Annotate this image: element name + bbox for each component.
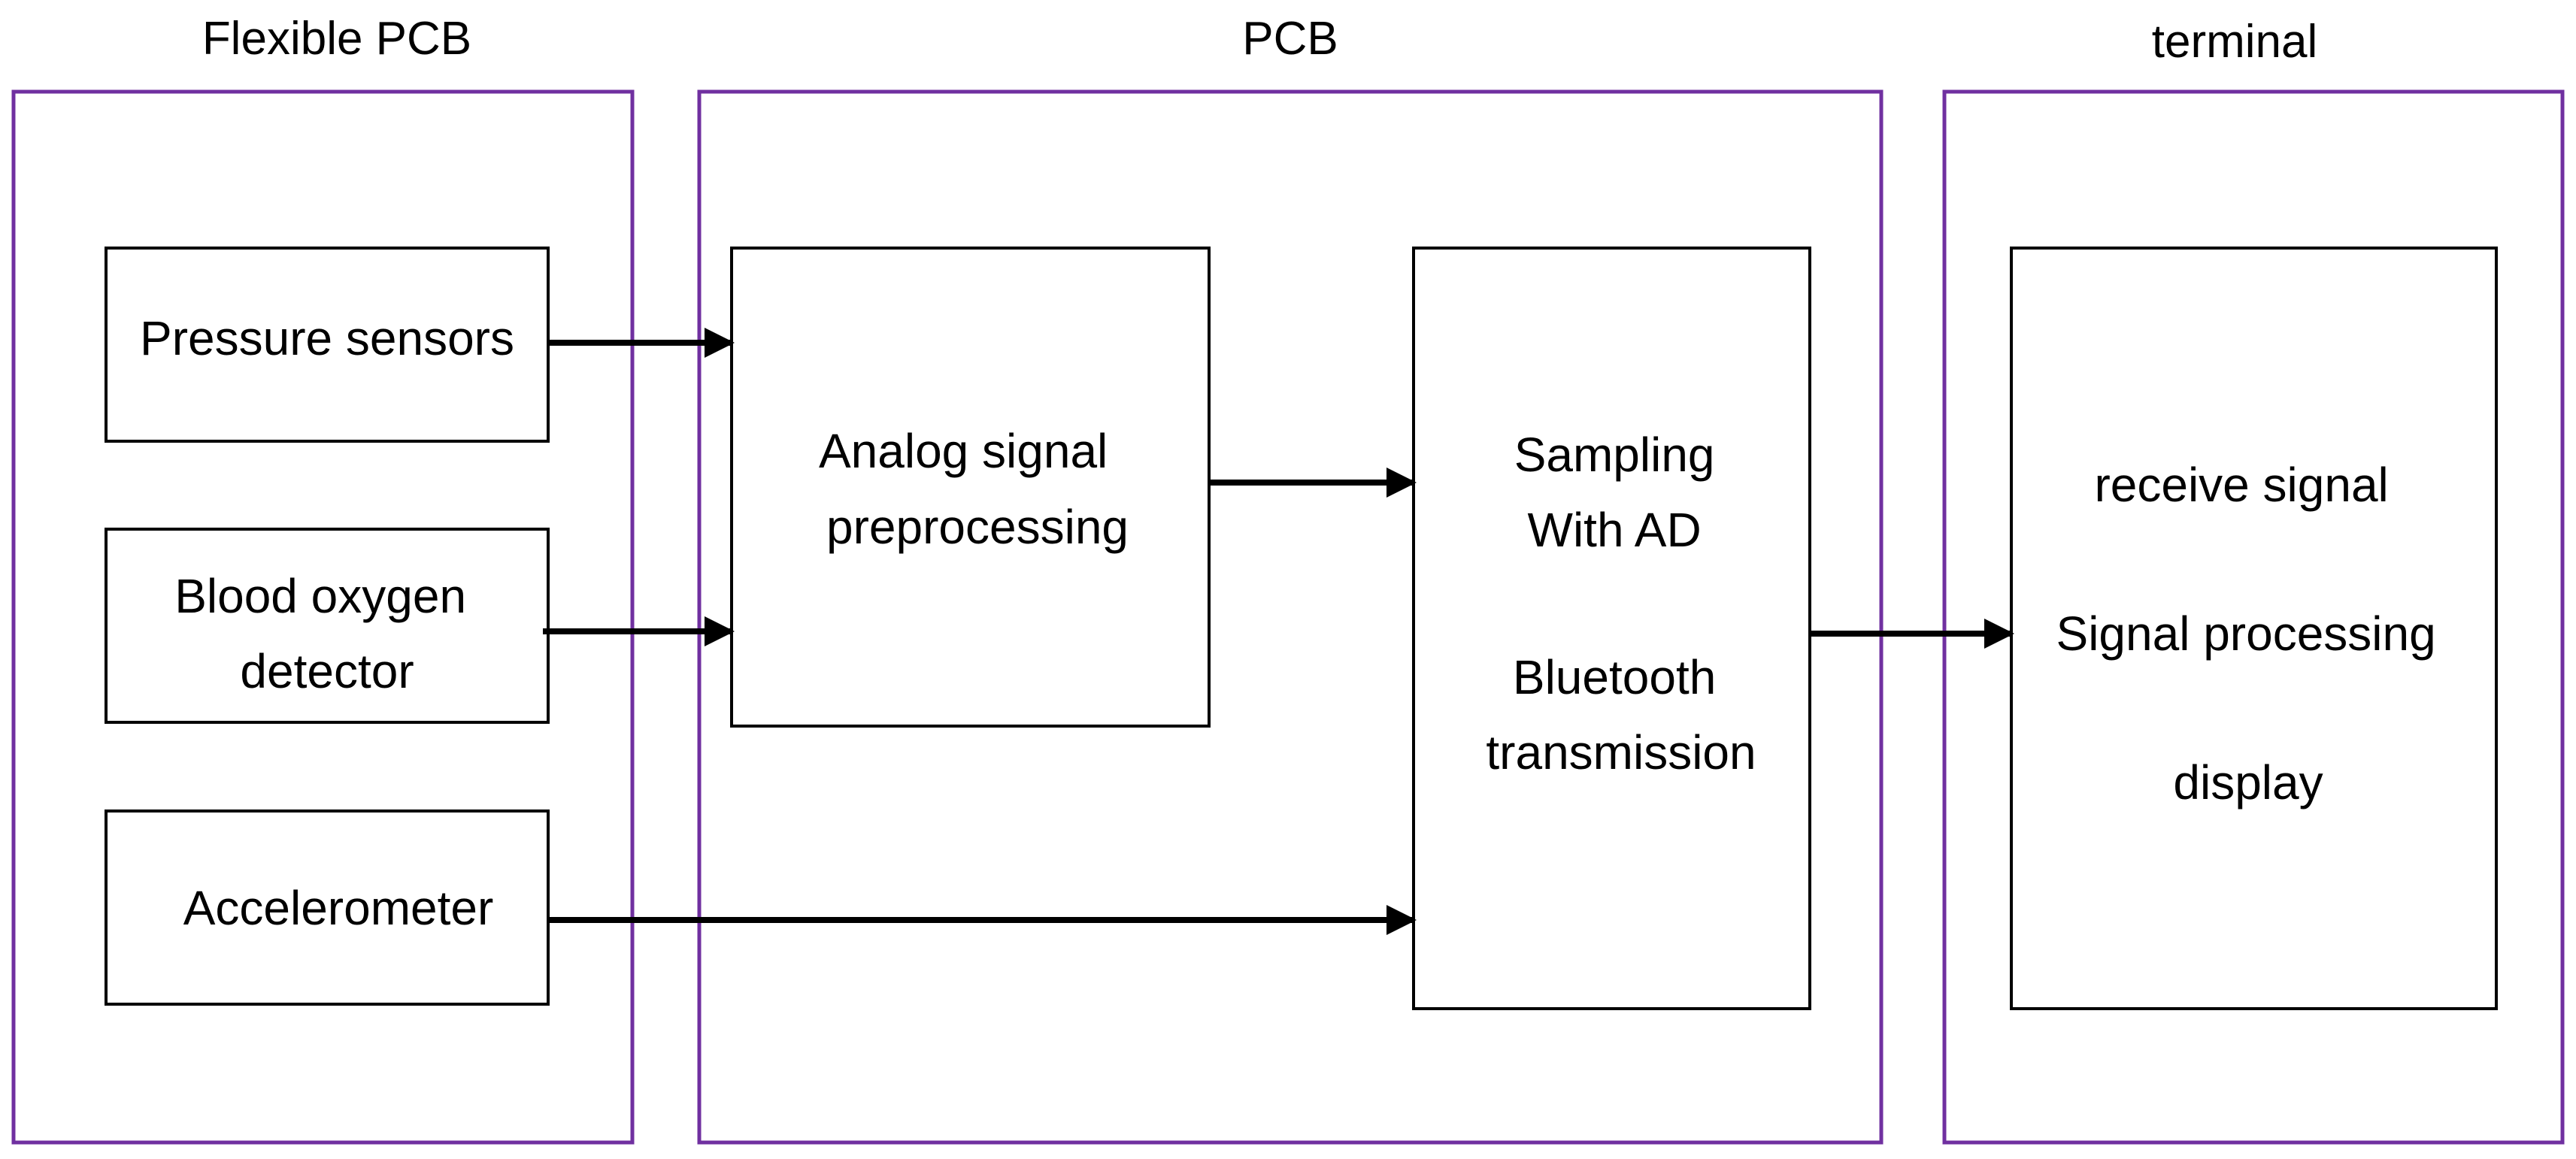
sampling-bluetooth-label: Sampling With AD Bluetooth transmission [1486,428,1756,779]
flexible-pcb-group [11,89,635,1145]
pcb-group [697,89,1884,1145]
pressure-sensors-label: Pressure sensors [140,311,514,365]
accelerometer-label: Accelerometer [183,881,494,935]
analog-preprocessing-block [730,247,1211,728]
sampling-bluetooth-block [1412,247,1811,1010]
accelerometer-block [105,809,550,1006]
pressure-sensors-block [105,247,550,443]
flexible-pcb-title: Flexible PCB [202,13,471,65]
terminal-processing-label: receive signal Signal processing display [2056,458,2450,809]
blood-oxygen-detector-label: Blood oxygen detector [174,569,480,698]
terminal-processing-block [2010,247,2498,1010]
pcb-title: PCB [1242,13,1338,65]
blood-oxygen-detector-block [105,528,550,724]
terminal-group [1942,89,2565,1145]
analog-preprocessing-label: Analog signal preprocessing [819,424,1129,554]
terminal-title: terminal [2152,16,2318,68]
